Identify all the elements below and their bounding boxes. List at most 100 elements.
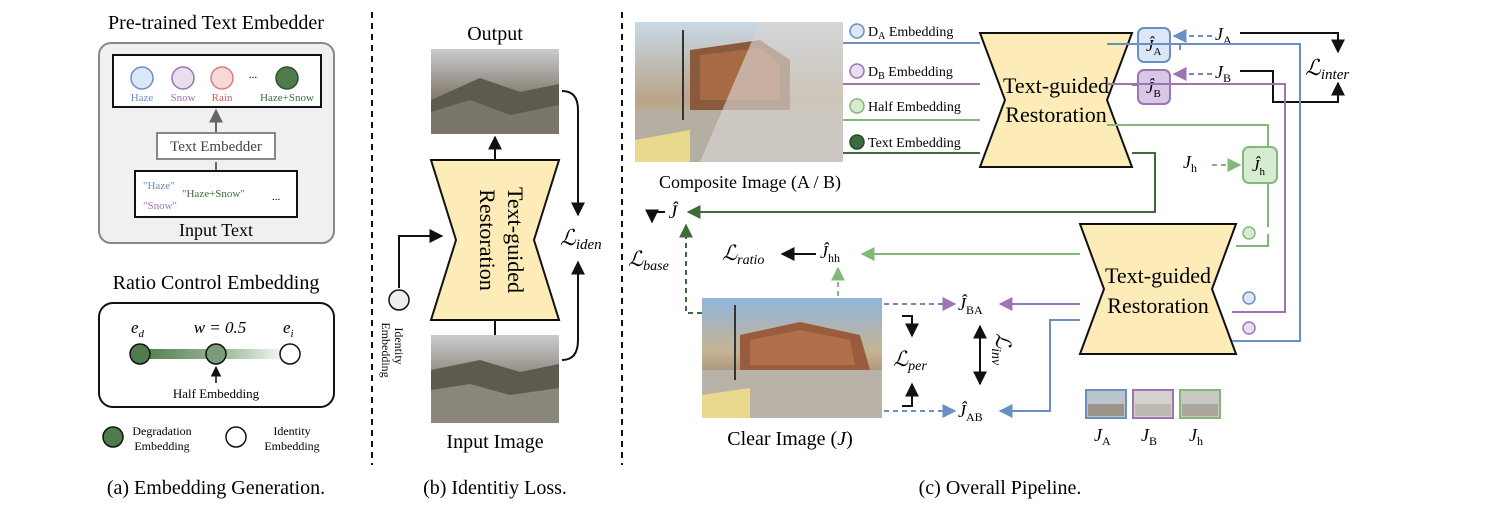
legend-degradation-2: Embedding xyxy=(134,439,189,453)
input-snow: "Snow" xyxy=(143,200,177,212)
legend-degradation-1: Degradation xyxy=(132,424,191,438)
jh-hat-label: Ĵh xyxy=(1252,156,1266,178)
purple-small-dot xyxy=(1242,321,1256,335)
l-inv: ℒinv xyxy=(988,333,1015,366)
label-rain: Rain xyxy=(212,92,233,104)
l-inter: ℒinter xyxy=(1305,55,1349,83)
blue-small-dot xyxy=(1242,291,1256,305)
jb-hat-label: ĴB xyxy=(1146,78,1161,100)
jb-hat-box xyxy=(1137,69,1171,105)
block-b-text-2: Restoration xyxy=(475,189,500,290)
thumb-jb-label: JB xyxy=(1141,425,1157,448)
arrow-identity-to-block xyxy=(398,229,444,288)
input-text-label: Input Text xyxy=(179,220,253,240)
l-base: ℒbase xyxy=(628,247,669,274)
clear-image-label: Clear Image (J) xyxy=(727,428,853,450)
clear-image xyxy=(702,298,882,418)
hazesnow-embedding-dot xyxy=(275,66,299,90)
jhh-label: Ĵhh xyxy=(820,241,840,265)
per-arrow-bottom xyxy=(902,382,919,407)
jh-label: Jh xyxy=(1183,152,1197,175)
ratio-title: Ratio Control Embedding xyxy=(113,272,320,294)
ja-label: JA xyxy=(1215,24,1232,47)
per-arrow-top xyxy=(902,315,919,338)
text-embedding-label: Text Embedding xyxy=(868,136,961,151)
j-hat-label: Ĵ xyxy=(669,201,679,223)
jb-label: JB xyxy=(1215,62,1231,85)
jab-label: ĴAB xyxy=(958,400,983,424)
restoration-block-b xyxy=(429,159,561,321)
db-embedding-label: DB Embedding xyxy=(868,65,953,82)
block-top-text-1: Text-guided xyxy=(1003,73,1109,98)
legend-identity-2: Embedding xyxy=(264,439,319,453)
pretrained-title: Pre-trained Text Embedder xyxy=(108,12,324,34)
half-line-to-jh xyxy=(1107,124,1269,147)
label-ellipsis: ... xyxy=(249,69,258,81)
l-per: ℒper xyxy=(893,347,927,374)
panel-a: Pre-trained Text Embedder Haze Snow Rain… xyxy=(98,12,335,499)
purple-line-to-bottom xyxy=(1107,83,1286,313)
half-embedding-dot-c xyxy=(849,98,865,114)
panel-c: Composite Image (A / B) DA Embedding DB … xyxy=(628,22,1349,499)
thumb-jh-label: Jh xyxy=(1189,425,1203,448)
blue-line-to-bottom xyxy=(1107,43,1301,342)
label-snow: Snow xyxy=(170,92,195,104)
jh-hat-box xyxy=(1242,146,1278,184)
da-embedding-dot xyxy=(849,23,865,39)
input-hazesnow: "Haze+Snow" xyxy=(182,188,245,200)
ja-to-inter xyxy=(1240,32,1345,54)
output-label: Output xyxy=(467,23,523,45)
label-hazesnow: Haze+Snow xyxy=(260,92,314,104)
db-embedding-dot xyxy=(849,63,865,79)
block-top-text-2: Restoration xyxy=(1005,102,1106,127)
legend-identity-1: Identity xyxy=(273,424,310,438)
input-haze: "Haze" xyxy=(143,180,175,192)
composite-label: Composite Image (A / B) xyxy=(659,172,841,193)
input-image-label: Input Image xyxy=(446,431,543,453)
block-b-text-1: Text-guided xyxy=(503,187,528,293)
jb-to-inter xyxy=(1240,70,1345,103)
thumb-jb xyxy=(1132,389,1174,419)
da-embedding-label: DA Embedding xyxy=(868,25,953,42)
snow-embedding-dot xyxy=(171,66,195,90)
haze-embedding-dot xyxy=(130,66,154,90)
text-embedder-label: Text Embedder xyxy=(170,139,262,155)
block-bottom-text-2: Restoration xyxy=(1107,293,1208,318)
degradation-endpoint-dot xyxy=(129,343,151,365)
identity-embedding-dot xyxy=(388,289,410,311)
panel-b: Output Text-guided Restoration Input Ima… xyxy=(379,23,602,499)
block-bottom-text-1: Text-guided xyxy=(1105,263,1211,288)
restoration-block-bottom xyxy=(1078,223,1238,355)
e-d-label: ed xyxy=(131,318,145,340)
input-text-box xyxy=(134,170,298,218)
green-small-dot xyxy=(1242,226,1256,240)
half-embedding-dot xyxy=(205,343,227,365)
label-haze: Haze xyxy=(131,92,154,104)
legend-degradation-dot xyxy=(102,426,124,448)
output-image xyxy=(431,49,559,134)
ja-hat-label: ĴA xyxy=(1146,36,1162,58)
green-dot-to-block xyxy=(1236,234,1269,247)
text-embedding-dot xyxy=(849,134,865,150)
thumb-ja xyxy=(1085,389,1127,419)
input-ellipsis: ... xyxy=(272,191,281,203)
caption-b: (b) Identitiy Loss. xyxy=(423,477,567,499)
caption-c: (c) Overall Pipeline. xyxy=(919,477,1082,499)
restoration-block-top xyxy=(978,32,1134,168)
arrow-input-to-loss xyxy=(561,260,585,361)
w-label: w = 0.5 xyxy=(194,318,247,337)
clear-to-jhat-dashed xyxy=(679,223,702,314)
e-i-label: ei xyxy=(283,318,294,340)
text-embedder-box xyxy=(156,132,276,160)
half-embedding-label: Half Embedding xyxy=(173,386,260,401)
block-to-jab xyxy=(998,319,1080,418)
jba-label: ĴBA xyxy=(958,293,983,317)
composite-image xyxy=(635,22,843,162)
text-line-to-jhat xyxy=(686,152,1156,219)
jhat-to-lbase xyxy=(645,209,665,224)
thumb-jh xyxy=(1179,389,1221,419)
thumb-ja-label: JA xyxy=(1094,425,1111,448)
caption-a: (a) Embedding Generation. xyxy=(107,477,325,499)
half-embedding-label-c: Half Embedding xyxy=(868,100,961,115)
identity-endpoint-dot xyxy=(279,343,301,365)
